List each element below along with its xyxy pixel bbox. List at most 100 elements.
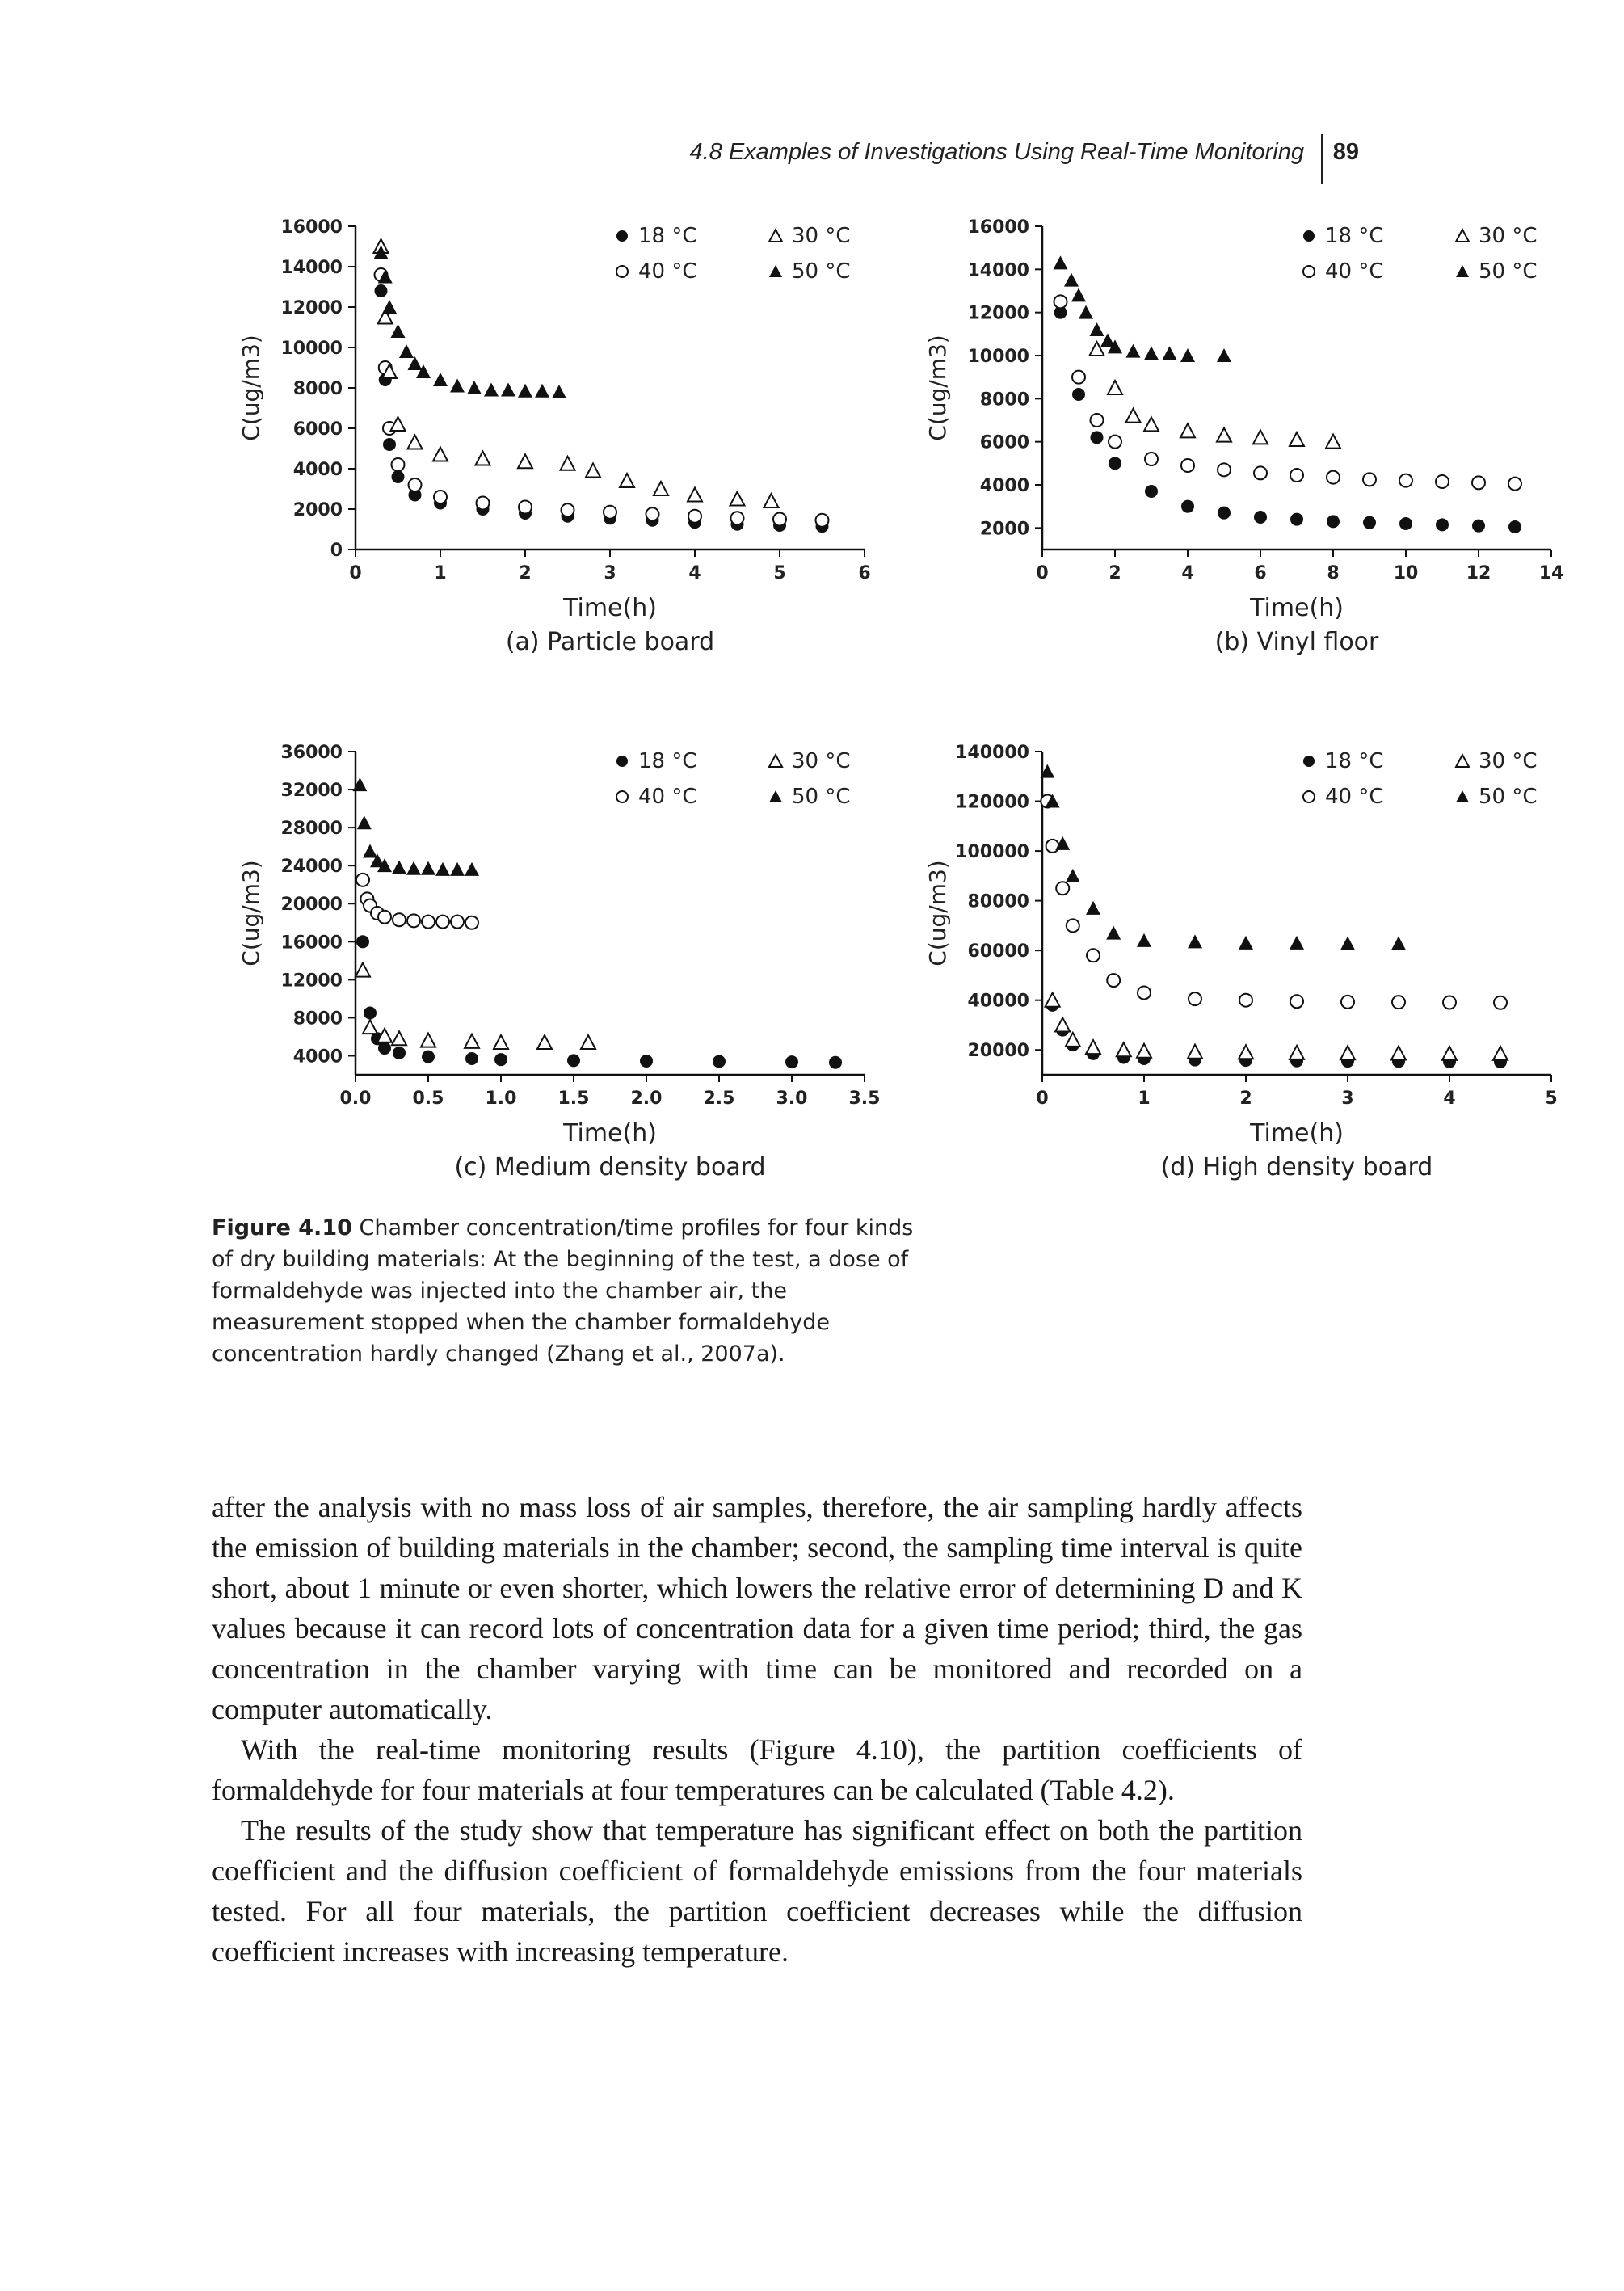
x-tick-label: 8 bbox=[1327, 563, 1339, 583]
data-point bbox=[1340, 994, 1355, 1009]
legend-marker bbox=[768, 227, 784, 242]
data-point bbox=[465, 1052, 478, 1065]
data-point bbox=[1324, 432, 1342, 449]
data-point bbox=[829, 1055, 842, 1069]
data-point bbox=[1071, 369, 1086, 385]
y-tick-label: 140000 bbox=[955, 743, 1029, 763]
data-point bbox=[652, 479, 670, 496]
data-point bbox=[1508, 520, 1521, 533]
data-point bbox=[1040, 764, 1055, 778]
data-point bbox=[1326, 470, 1340, 485]
data-point bbox=[567, 1054, 580, 1068]
data-point bbox=[361, 1018, 379, 1035]
data-point bbox=[356, 815, 372, 830]
legend-marker bbox=[1302, 265, 1315, 278]
data-point bbox=[1124, 406, 1142, 423]
data-point bbox=[1084, 1038, 1102, 1055]
data-point bbox=[463, 1032, 481, 1049]
y-tick-label: 16000 bbox=[967, 217, 1029, 238]
data-point bbox=[391, 470, 405, 483]
y-tick-label: 12000 bbox=[280, 971, 343, 991]
data-point bbox=[374, 284, 388, 297]
data-point bbox=[377, 269, 393, 284]
x-tick-label: 2 bbox=[519, 563, 531, 583]
data-point bbox=[584, 461, 602, 478]
panel-caption: (a) Particle board bbox=[506, 628, 714, 656]
data-point bbox=[392, 860, 406, 874]
y-tick-label: 20000 bbox=[280, 895, 343, 915]
figure-caption-label: Figure 4.10 bbox=[212, 1215, 352, 1240]
data-point bbox=[390, 457, 406, 472]
data-point bbox=[356, 935, 369, 949]
data-point bbox=[467, 381, 482, 394]
x-tick-label: 2 bbox=[1109, 563, 1121, 583]
data-point bbox=[1290, 468, 1304, 482]
data-point bbox=[377, 909, 392, 924]
data-point bbox=[450, 861, 465, 876]
legend-marker bbox=[1302, 790, 1315, 803]
data-point bbox=[1180, 458, 1195, 473]
data-point bbox=[603, 504, 617, 520]
series-50c bbox=[1040, 764, 1406, 950]
data-point bbox=[1254, 511, 1267, 524]
y-tick-label: 0 bbox=[330, 541, 343, 561]
legend-marker bbox=[1303, 230, 1315, 242]
data-point bbox=[363, 844, 377, 858]
y-tick-label: 80000 bbox=[967, 892, 1029, 912]
data-point bbox=[1491, 1044, 1509, 1061]
x-tick-label: 1 bbox=[1138, 1089, 1150, 1109]
x-tick-label: 5 bbox=[1545, 1089, 1557, 1109]
y-tick-label: 60000 bbox=[967, 941, 1029, 962]
data-point bbox=[352, 777, 368, 792]
running-header: 4.8 Examples of Investigations Using Rea… bbox=[630, 134, 1438, 184]
x-axis-label: Time(h) bbox=[562, 1119, 657, 1148]
data-point bbox=[1054, 305, 1067, 319]
x-tick-label: 2 bbox=[1239, 1089, 1252, 1109]
data-point bbox=[1180, 348, 1195, 362]
data-point bbox=[1290, 935, 1304, 950]
legend-marker bbox=[1456, 265, 1469, 277]
data-point bbox=[1188, 934, 1202, 949]
data-point bbox=[450, 378, 465, 393]
data-point bbox=[435, 861, 450, 876]
figure-caption: Figure 4.10 Chamber concentration/time p… bbox=[212, 1212, 923, 1370]
data-point bbox=[713, 1055, 726, 1068]
x-tick-label: 14 bbox=[1539, 563, 1564, 583]
legend-marker bbox=[769, 265, 782, 277]
series-18c bbox=[1046, 998, 1507, 1068]
data-point bbox=[1065, 868, 1080, 882]
legend-marker bbox=[616, 756, 628, 767]
series-40c bbox=[373, 267, 830, 528]
x-tick-label: 10 bbox=[1394, 563, 1419, 583]
legend-label: 50 °C bbox=[792, 259, 851, 284]
data-point bbox=[1054, 1016, 1071, 1033]
legend-label: 50 °C bbox=[1479, 785, 1538, 809]
x-tick-label: 4 bbox=[688, 563, 701, 583]
data-point bbox=[1109, 457, 1121, 470]
legend-marker bbox=[768, 752, 784, 768]
data-point bbox=[1391, 936, 1406, 950]
data-point bbox=[552, 385, 566, 398]
x-axis-label: Time(h) bbox=[1249, 594, 1344, 622]
data-point bbox=[1363, 516, 1376, 529]
legend-label: 18 °C bbox=[1325, 749, 1384, 773]
data-point bbox=[1399, 517, 1412, 530]
legend-label: 18 °C bbox=[1325, 224, 1384, 248]
data-point bbox=[1072, 388, 1085, 401]
data-point bbox=[1064, 1030, 1082, 1047]
series-50c bbox=[352, 777, 479, 876]
data-point bbox=[392, 912, 406, 928]
data-point bbox=[785, 1055, 798, 1069]
data-point bbox=[1045, 794, 1060, 808]
x-tick-label: 1.0 bbox=[486, 1089, 517, 1109]
header-divider bbox=[1321, 134, 1323, 184]
y-tick-label: 10000 bbox=[967, 347, 1029, 367]
data-point bbox=[1186, 1042, 1204, 1059]
data-point bbox=[382, 300, 397, 314]
legend-marker bbox=[1454, 227, 1470, 242]
